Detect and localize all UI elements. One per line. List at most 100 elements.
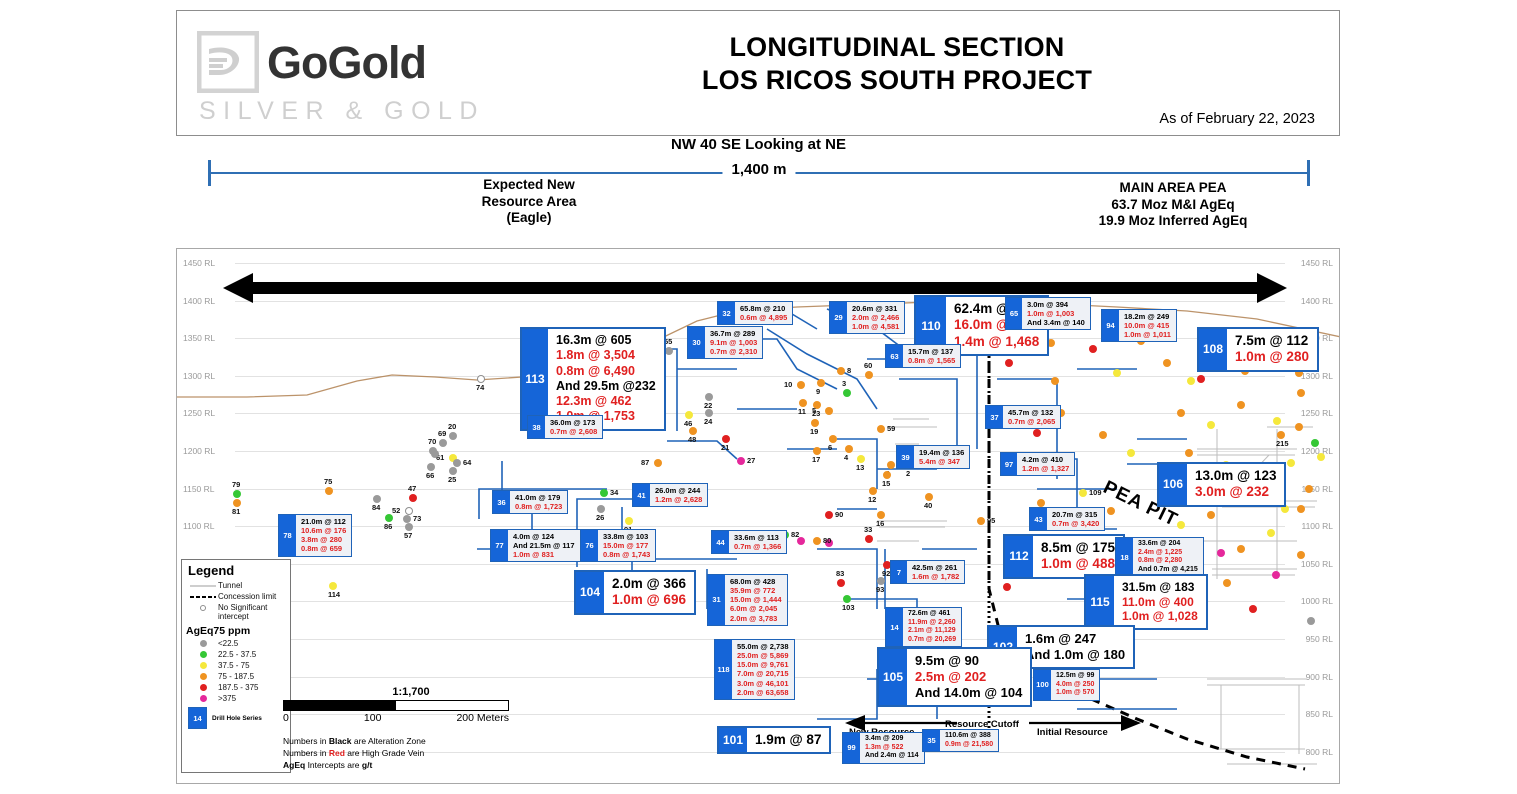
intercept-dot [825,407,833,415]
intercept-dot-label: 23 [812,409,821,418]
intercept-dot [1237,401,1245,409]
intercept-dot [403,515,411,523]
intercept-line: 42.5m @ 261 [912,563,958,572]
intercept-dot [1217,549,1225,557]
rl-gridline [235,488,1285,490]
intercept-line: 1.2m @ 1,327 [1022,464,1070,474]
legend-grade-label: 22.5 - 37.5 [218,650,257,659]
drill-hole-id: 38 [528,416,545,439]
intercept-dot-label: 21 [721,443,730,452]
intercept-dot [1237,545,1245,553]
intercept-line: 0.9m @ 21,580 [945,740,994,748]
span-cap-left [208,160,211,186]
intercept-dot-label: 27 [747,456,756,465]
title-line-2: LOS RICOS SOUTH PROJECT [701,65,1093,95]
intercept-line: 11.9m @ 2,260 [908,618,956,626]
scale-tick-200: 200 Meters [456,712,509,724]
drill-hole-id: 77 [491,530,508,562]
intercept-dot-label: 66 [426,471,435,480]
intercept-dot [1003,583,1011,591]
intercept-dot [813,401,821,409]
intercept-dot-label: 79 [232,480,241,489]
intercept-line: 9.1m @ 1,003 [710,338,758,348]
intercept-dot-label: 57 [404,531,413,540]
new-resource-arrow [845,715,957,731]
intercept-line: 15.0m @ 9,761 [737,660,789,670]
legend-label-tunnel: Tunnel [218,581,243,590]
intercept-dot [1033,429,1041,437]
intercept-dot [1099,431,1107,439]
intercept-dot [843,389,851,397]
main-area-pea-note: MAIN AREA PEA 63.7 Moz M&I AgEq 19.9 Moz… [1048,180,1298,230]
rl-gridline [235,413,1285,415]
intercept-dot [1177,409,1185,417]
drill-hole-id: 104 [576,572,604,613]
scale-bar: 1:1,700 0 100 200 Meters [283,686,509,724]
intercept-dot-label: 92 [882,569,891,578]
intercept-line: 36.0m @ 173 [550,418,596,427]
intercept-dot [817,379,825,387]
intercept-dot [843,595,851,603]
intercept-dot [1305,485,1313,493]
intercept-line: 21.0m @ 112 [301,517,346,526]
intercept-line: 2.1m @ 11,129 [908,627,956,635]
intercept-line: 4.0m @ 250 [1056,680,1095,688]
intercept-line: 0.8m @ 2,280 [1138,557,1183,565]
legend-grade-label: 75 - 187.5 [218,672,255,681]
intercept-line: 1.0m @ 1,028 [1122,609,1198,624]
left-note-line-2: Resource Area [481,193,577,209]
intercept-line: 7.5m @ 112 [1235,333,1309,348]
intercept-line: 0.7m @ 2,310 [710,347,758,357]
intercept-dot [625,517,633,525]
intercept-line: 10.6m @ 176 [301,526,347,536]
intercept-dot [1079,489,1087,497]
intercept-dot [1177,521,1185,529]
rl-tick-label: 1350 RL [183,333,216,344]
grade-dot-icon [188,651,218,658]
legend-row-concession: Concession limit [188,592,290,601]
no-intercept-line-2: intercept [218,612,249,621]
tunnel-line-icon [188,583,218,589]
intercept-dot-label: 16 [876,519,885,528]
rl-tick-label: 1450 RL [1300,258,1333,268]
resource-cutoff-label: Resource Cutoff [945,719,1019,730]
